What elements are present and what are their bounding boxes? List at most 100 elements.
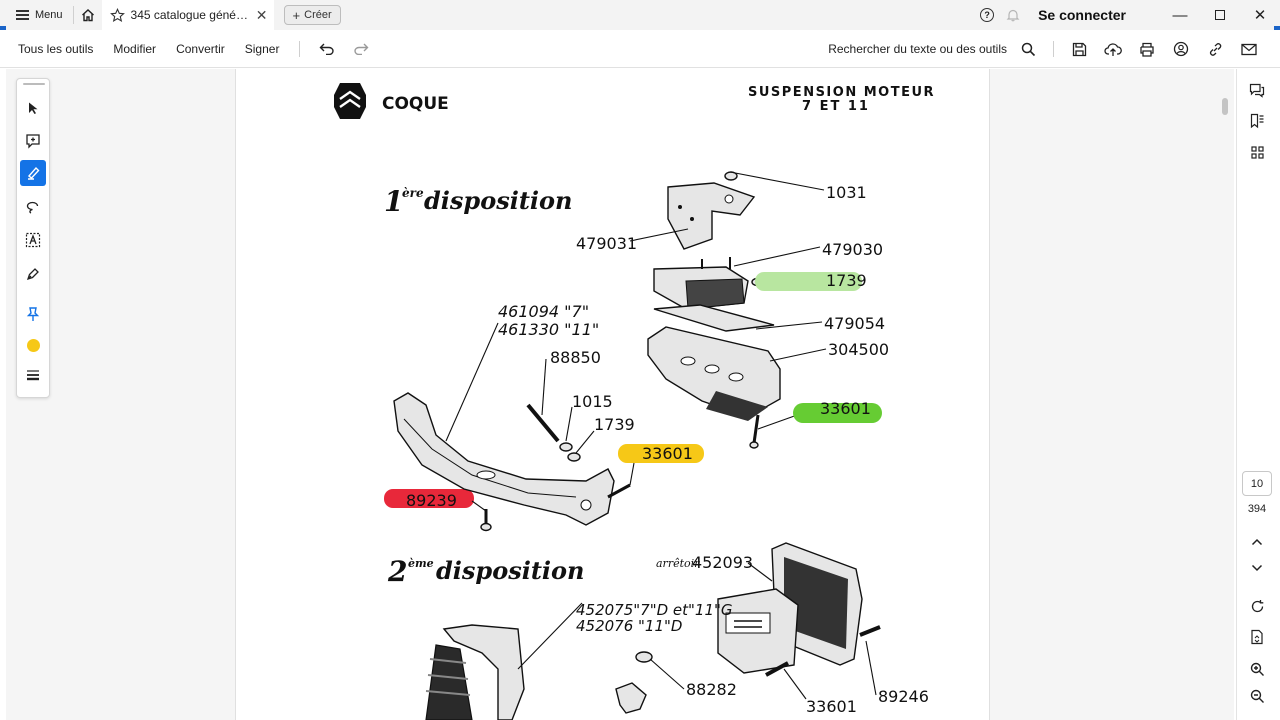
sign-in-link[interactable]: Se connecter (1038, 7, 1126, 23)
star-icon[interactable] (109, 7, 125, 23)
zoom-out-icon (1250, 689, 1264, 703)
right-side-panel: 10 394 (1236, 69, 1280, 720)
previous-page-button[interactable] (1246, 531, 1268, 553)
undo-button[interactable] (315, 37, 339, 61)
highlight-red (384, 489, 474, 508)
copy-link-button[interactable] (1203, 37, 1227, 61)
email-button[interactable] (1237, 37, 1261, 61)
chevron-up-icon (1251, 538, 1263, 546)
label-1739-upper: 1739 (826, 271, 867, 290)
lasso-draw-tool[interactable] (20, 194, 46, 220)
save-button[interactable] (1067, 37, 1091, 61)
search-icon (1021, 42, 1035, 56)
comment-add-icon (26, 134, 40, 149)
highlight-tool[interactable] (20, 160, 46, 186)
document-tab[interactable]: 345 catalogue général... ✕ (101, 0, 274, 30)
bookmark-list-icon (1250, 113, 1264, 129)
menu-button[interactable]: Menu (0, 0, 73, 30)
convert-menu[interactable]: Convertir (176, 41, 225, 56)
brand-heading: COQUE (382, 94, 449, 114)
rotate-button[interactable] (1246, 595, 1268, 617)
label-88850: 88850 (550, 348, 601, 367)
label-33601-yellow: 33601 (642, 444, 693, 463)
disposition2-number: 2 (387, 555, 407, 588)
comments-panel-button[interactable] (1246, 79, 1268, 101)
label-461094: 461094 "7" (498, 302, 589, 321)
comments-icon (1249, 83, 1265, 98)
tab-title: 345 catalogue général... (130, 8, 250, 22)
label-33601-green: 33601 (820, 399, 871, 418)
main-toolbar: Tous les outils Modifier Convertir Signe… (0, 30, 1280, 68)
label-88282: 88282 (686, 680, 737, 699)
share-user-button[interactable] (1169, 37, 1193, 61)
bookmarks-panel-button[interactable] (1246, 110, 1268, 132)
all-tools-menu[interactable]: Tous les outils (18, 41, 94, 56)
search-button[interactable] (1016, 37, 1040, 61)
home-button[interactable] (74, 0, 102, 30)
thumbnails-panel-button[interactable] (1246, 141, 1268, 163)
highlight-green (793, 403, 882, 423)
color-picker[interactable] (20, 332, 46, 358)
lower-arm-bracket (425, 624, 653, 720)
upper-support-bracket (667, 171, 756, 250)
mail-icon (1241, 43, 1257, 55)
user-add-icon (1173, 41, 1188, 57)
vertical-scrollbar[interactable] (1220, 90, 1230, 710)
redo-button[interactable] (349, 37, 373, 61)
cursor-icon (29, 102, 38, 114)
scrollbar-thumb[interactable] (1222, 98, 1228, 115)
pin-tool[interactable] (20, 301, 46, 327)
stud-and-washers (526, 403, 631, 499)
upload-cloud-button[interactable] (1101, 37, 1125, 61)
highlight-yellow (618, 444, 704, 463)
plus-icon: + (292, 7, 301, 23)
disposition2-suffix: ème (408, 557, 434, 570)
pdf-page[interactable]: COQUE SUSPENSION MOTEUR 7 ET 11 1 ère di… (235, 69, 990, 720)
create-button[interactable]: + Créer (283, 5, 341, 25)
divider (1053, 41, 1054, 57)
maximize-button[interactable] (1200, 0, 1240, 30)
current-page-input[interactable]: 10 (1242, 471, 1272, 496)
label-89246: 89246 (878, 687, 929, 706)
section-title-line2: 7 ET 11 (802, 99, 870, 114)
disposition1-number: 1 (384, 185, 403, 218)
close-window-button[interactable]: ✕ (1240, 0, 1280, 30)
zoom-in-button[interactable] (1246, 658, 1268, 680)
label-33601-lower: 33601 (806, 697, 857, 716)
disposition2-word: disposition (436, 556, 585, 585)
close-tab-icon[interactable]: ✕ (255, 6, 268, 23)
rubber-mount-block (653, 257, 763, 310)
minimize-icon: — (1172, 6, 1188, 24)
add-comment-tool[interactable] (20, 128, 46, 154)
minimize-button[interactable]: — (1160, 0, 1200, 30)
next-page-button[interactable] (1246, 557, 1268, 579)
hamburger-icon (16, 10, 29, 20)
panel-grip[interactable] (23, 83, 45, 85)
edit-menu[interactable]: Modifier (113, 41, 157, 56)
help-icon[interactable]: ? (980, 8, 995, 22)
create-label: Créer (304, 9, 332, 21)
divider (299, 40, 301, 57)
disposition1-word: disposition (424, 186, 573, 215)
redo-icon (354, 43, 369, 55)
stroke-width-tool[interactable] (20, 362, 46, 388)
label-479031: 479031 (576, 234, 637, 253)
line-weight-icon (27, 370, 39, 381)
search-tools-label[interactable]: Rechercher du texte ou des outils (828, 42, 1007, 56)
section-title-line1: SUSPENSION MOTEUR (748, 85, 935, 100)
label-452093: 452093 (692, 553, 753, 572)
label-1739-lower: 1739 (594, 415, 635, 434)
sign-tool[interactable] (20, 261, 46, 287)
sign-menu[interactable]: Signer (244, 41, 280, 56)
engine-cradle-arm (393, 392, 615, 532)
zoom-out-button[interactable] (1246, 685, 1268, 707)
highlighter-icon (27, 166, 40, 180)
text-box-tool[interactable] (20, 227, 46, 253)
fit-page-button[interactable] (1246, 626, 1268, 648)
divider (72, 6, 74, 24)
select-tool[interactable] (20, 95, 46, 121)
disposition1-suffix: ère (402, 186, 424, 200)
print-button[interactable] (1135, 37, 1159, 61)
bell-icon[interactable] (1006, 8, 1020, 22)
zoom-in-icon (1250, 662, 1264, 676)
